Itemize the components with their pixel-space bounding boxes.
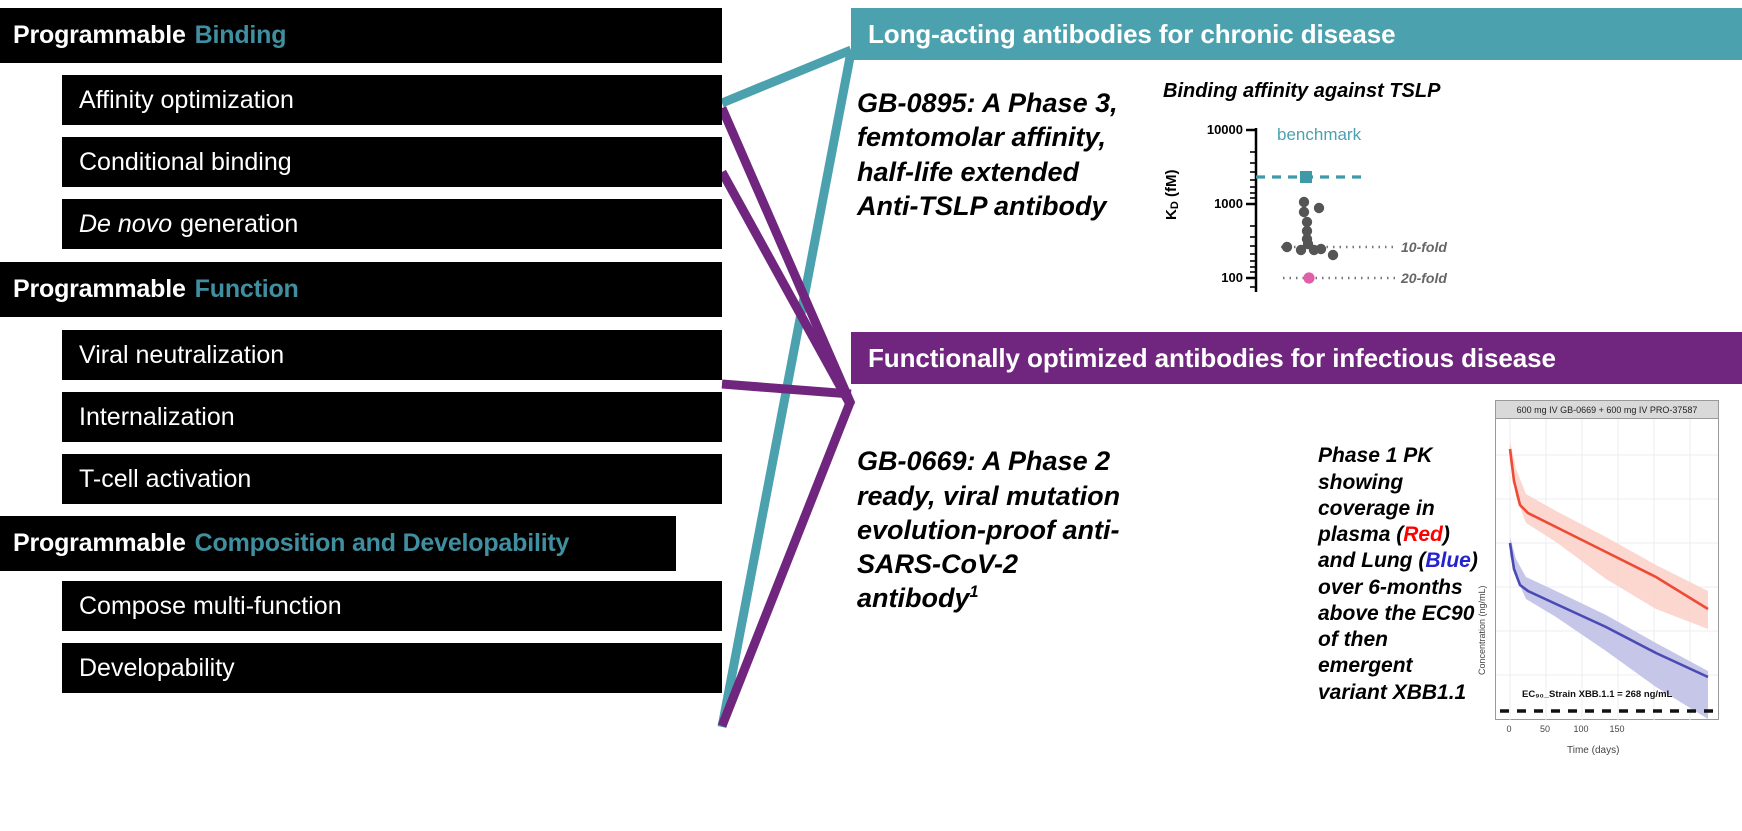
pk-line-plasma <box>1508 448 1709 611</box>
capability-label: Affinity optimization <box>79 85 294 114</box>
connector-purple-affinity <box>717 106 856 406</box>
panel-banner-chronic: Long-acting antibodies for chronic disea… <box>851 8 1742 60</box>
capability-de-novo-generation[interactable]: De novo generation <box>62 199 722 249</box>
category-label-accent: Composition and Developability <box>194 529 570 557</box>
pk-threshold-label: EC₉₀_Strain XBB.1.1 = 268 ng/mL <box>1522 689 1673 700</box>
category-label-prefix: Programmable <box>13 275 186 303</box>
capability-compose-multi-function[interactable]: Compose multi-function <box>62 581 722 631</box>
panel-banner-label: Long-acting antibodies for chronic disea… <box>868 18 1396 49</box>
connector-purple-compose <box>717 398 856 728</box>
pk-caption-part1: Phase 1 PK showing coverage in plasma ( <box>1318 444 1435 546</box>
connector-purple-viral <box>721 379 852 399</box>
category-bar-function[interactable]: Programmable Function <box>0 262 722 317</box>
pk-caption-part2: ) and Lung ( <box>1318 523 1450 573</box>
capability-label: Compose multi-function <box>79 591 342 620</box>
chart-ytick-100: 100 <box>1221 270 1243 285</box>
pk-caption-part3: ) over 6-months above the EC90 of then e… <box>1318 549 1478 704</box>
panel-blurb-chronic: GB-0895: A Phase 3, femtomolar affinity,… <box>857 88 1118 221</box>
category-label-prefix: Programmable <box>13 529 186 557</box>
capability-label-italic: De novo <box>79 209 173 238</box>
category-bar-composition-developability[interactable]: Programmable Composition and Developabil… <box>0 516 676 571</box>
chart-annotation-benchmark: benchmark <box>1277 125 1362 144</box>
chart-annotation-20-fold: 20-fold <box>1401 270 1447 286</box>
connector-teal-developability <box>717 51 856 728</box>
capability-label: Developability <box>79 653 235 682</box>
capability-column: Programmable Binding Affinity optimizati… <box>0 0 724 831</box>
pk-caption-blue: Blue <box>1425 549 1471 573</box>
category-label-prefix: Programmable <box>13 21 186 49</box>
pk-band-plasma <box>1510 441 1708 629</box>
capability-developability[interactable]: Developability <box>62 643 722 693</box>
chart-ytick-10000: 10000 <box>1206 122 1243 137</box>
category-label-accent: Binding <box>194 21 287 49</box>
connector-teal-affinity <box>720 45 853 108</box>
pk-xtick-150: 150 <box>1609 724 1625 734</box>
chart-title: Binding affinity against TSLP <box>1163 80 1441 102</box>
pk-xtick-50: 50 <box>1539 724 1550 734</box>
pk-caption: Phase 1 PK showing coverage in plasma (R… <box>1318 417 1478 706</box>
chart-binding-affinity: Binding affinity against TSLP KD (fM) <box>1151 80 1571 300</box>
panel-banner-label: Functionally optimized antibodies for in… <box>868 342 1556 373</box>
pk-xtick-100: 100 <box>1573 724 1589 734</box>
capability-internalization[interactable]: Internalization <box>62 392 722 442</box>
category-bar-binding[interactable]: Programmable Binding <box>0 8 722 63</box>
connector-purple-conditional <box>718 169 855 409</box>
pk-line-lung <box>1508 542 1709 679</box>
chart-annotation-10-fold: 10-fold <box>1401 239 1447 255</box>
panel-infectious-disease: Functionally optimized antibodies for in… <box>851 332 1742 831</box>
chart-phase1-pk: Concentration (ng/mL) 600 mg IV GB-0669 … <box>1471 400 1742 830</box>
pk-y-axis-label: Concentration (ng/mL) <box>1477 585 1487 675</box>
panel-blurb-infectious: GB-0669: A Phase 2 ready, viral mutation… <box>857 410 1277 616</box>
panel-banner-infectious: Functionally optimized antibodies for in… <box>851 332 1742 384</box>
pk-plot-area <box>1496 419 1718 720</box>
capability-conditional-binding[interactable]: Conditional binding <box>62 137 722 187</box>
chart-ytick-1000: 1000 <box>1214 196 1243 211</box>
capability-label: generation <box>180 209 299 238</box>
pk-panel-strip-label: 600 mg IV GB-0669 + 600 mg IV PRO-37587 <box>1516 404 1698 415</box>
pk-caption-red: Red <box>1403 523 1443 546</box>
capability-affinity-optimization[interactable]: Affinity optimization <box>62 75 722 125</box>
category-label-accent: Function <box>194 275 299 303</box>
capability-label: Conditional binding <box>79 147 292 176</box>
capability-t-cell-activation[interactable]: T-cell activation <box>62 454 722 504</box>
capability-viral-neutralization[interactable]: Viral neutralization <box>62 330 722 380</box>
panel-blurb-superscript: 1 <box>969 583 979 602</box>
capability-label: Viral neutralization <box>79 340 285 369</box>
panel-blurb-text: GB-0669: A Phase 2 ready, viral mutation… <box>857 446 1121 614</box>
capability-label: Internalization <box>79 402 235 431</box>
panel-chronic-disease: Long-acting antibodies for chronic disea… <box>851 8 1742 308</box>
pk-x-axis-label: Time (days) <box>1567 745 1620 756</box>
pk-xtick-0: 0 <box>1506 724 1512 734</box>
chart-plot-area <box>1246 128 1396 292</box>
capability-label: T-cell activation <box>79 464 252 493</box>
pk-plot-frame: 600 mg IV GB-0669 + 600 mg IV PRO-37587 <box>1495 400 1719 720</box>
pk-panel-strip: 600 mg IV GB-0669 + 600 mg IV PRO-37587 <box>1496 401 1718 419</box>
